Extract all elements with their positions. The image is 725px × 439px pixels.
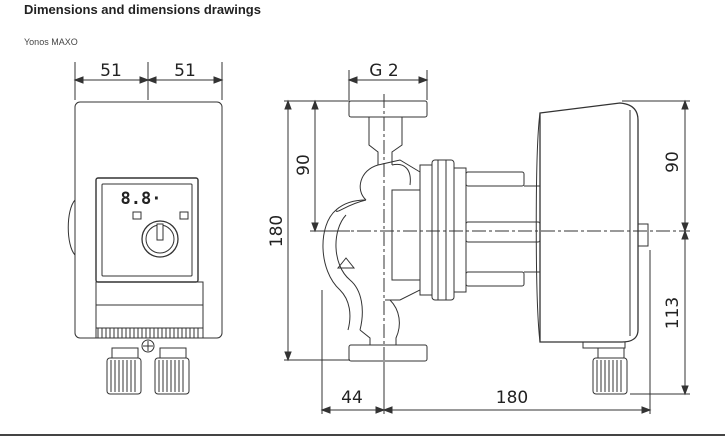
knob-icon	[141, 220, 179, 258]
product-subtitle: Yonos MAXO	[24, 37, 78, 47]
side-view: G 2 180 90	[267, 61, 690, 414]
dim-front-left: 51	[100, 61, 122, 81]
page-heading: Dimensions and dimensions drawings	[24, 2, 261, 17]
cable-gland-icon	[106, 347, 142, 395]
dim-upper-left: 90	[294, 154, 314, 176]
led-left-icon	[132, 211, 142, 220]
dim-upper-right: 90	[663, 151, 683, 173]
led-right-icon	[179, 211, 189, 220]
screw-icon	[141, 339, 155, 353]
dim-front-right: 51	[174, 61, 196, 81]
lcd-display-icon: 8.8·	[121, 189, 162, 209]
dim-thread: G 2	[369, 61, 398, 81]
dim-lower-right: 113	[663, 297, 683, 329]
bottom-divider	[0, 434, 725, 436]
dim-bottom-left: 44	[341, 388, 363, 408]
cable-gland-icon	[592, 347, 628, 395]
dim-total-height: 180	[267, 215, 287, 247]
cable-gland-icon	[154, 347, 190, 395]
dim-bottom-total: 180	[496, 388, 528, 408]
front-view: 51 51 8.8·	[67, 61, 224, 395]
flow-arrow-icon	[336, 257, 356, 269]
